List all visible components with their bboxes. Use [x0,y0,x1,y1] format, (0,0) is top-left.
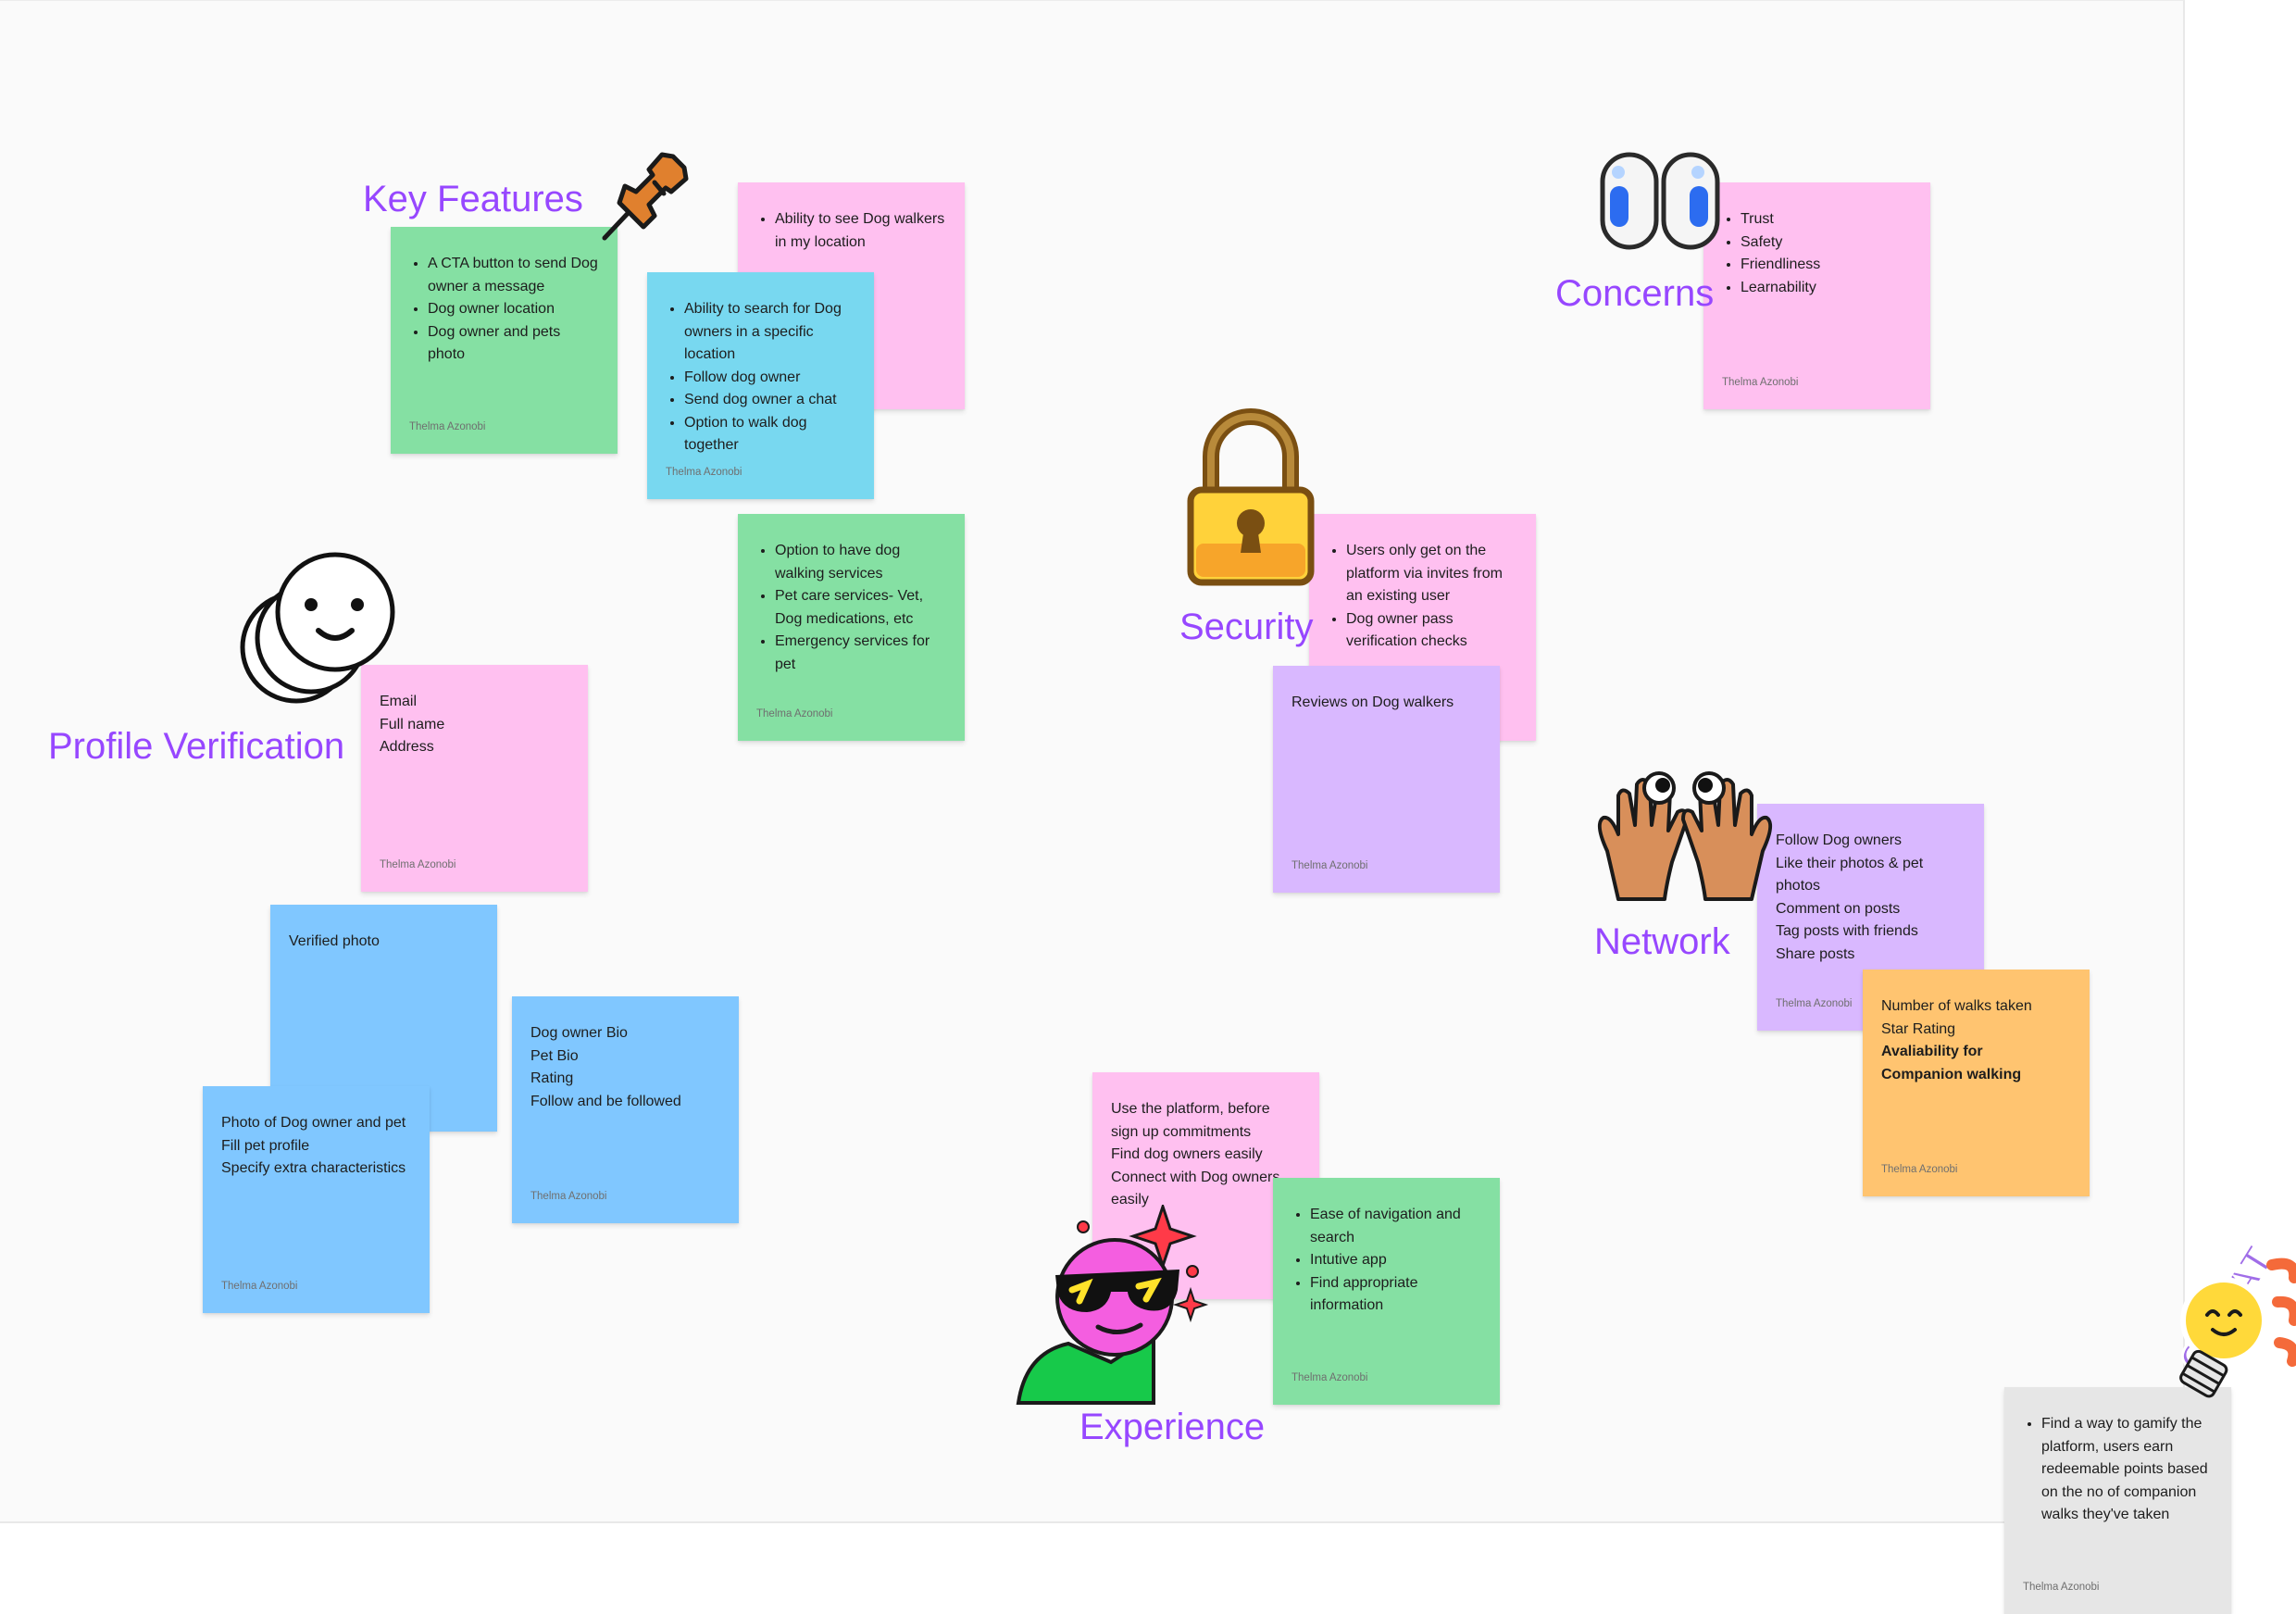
note-author: Thelma Azonobi [1776,998,1853,1009]
section-label-security: Security [1179,607,1314,647]
note-item: Friendliness [1741,254,1912,277]
note-item: Safety [1741,231,1912,255]
note-line: Follow Dog owners [1776,832,1903,848]
smiley-coins-icon [240,552,395,704]
note-item: Learnability [1741,277,1912,300]
section-label-key-features: Key Features [363,179,583,219]
note-line: Email [380,694,418,709]
note-author: Thelma Azonobi [221,1281,298,1292]
whiteboard-canvas[interactable]: A CTA button to send Dog owner a message… [0,0,2185,1523]
note-item: Dog owner and pets photo [428,321,599,367]
padlock-icon [1187,408,1315,586]
section-label-concerns: Concerns [1555,273,1715,314]
note-line: Photo of Dog owner and pet [221,1115,406,1131]
note-line: Full name [380,716,445,732]
sticky-note-search[interactable]: Ability to search for Dog owners in a sp… [647,272,874,499]
note-author: Thelma Azonobi [756,708,833,719]
note-line: Fill pet profile [221,1137,310,1154]
push-pin-icon [602,152,689,241]
note-line: Address [380,739,434,755]
note-item: Ease of navigation and search [1310,1204,1481,1249]
note-line: Like their photos & pet photos [1776,855,1924,895]
note-line: Star Rating [1881,1020,1956,1037]
sticky-note-photo[interactable]: Photo of Dog owner and pet Fill pet prof… [203,1086,430,1313]
note-item: Dog owner location [428,298,599,321]
note-line: Specify extra characteristics [221,1160,406,1176]
note-item: Follow dog owner [684,367,855,390]
note-line: Pet Bio [530,1047,579,1064]
raised-hands-icon [1597,771,1773,901]
note-author: Thelma Azonobi [409,421,486,432]
note-line: Connect with Dog owners easily [1111,1169,1280,1208]
great-idea-lightbulb-icon: GREAT [2169,1241,2296,1398]
note-item: Emergency services for pet [775,631,946,676]
cool-face-sticker-icon [1016,1205,1209,1405]
note-item: A CTA button to send Dog owner a message [428,253,599,298]
note-line-bold: Avaliability for [1881,1044,1983,1059]
note-item: Find a way to gamify the platform, users… [2041,1413,2213,1527]
note-item: Dog owner pass verification checks [1346,608,1517,654]
eyes-icon [1600,152,1720,250]
note-item: Trust [1741,208,1912,231]
note-line: Number of walks taken [1881,998,2032,1014]
note-item: Intutive app [1310,1249,1481,1272]
note-line: Comment on posts [1776,900,1901,917]
note-item: Ability to see Dog walkers in my locatio… [775,208,946,254]
sticky-note-bio[interactable]: Dog owner Bio Pet Bio Rating Follow and … [512,996,739,1223]
section-label-experience: Experience [1079,1407,1266,1447]
section-label-network: Network [1594,921,1730,962]
note-line: Dog owner Bio [530,1025,628,1041]
note-line: Verified photo [289,933,380,949]
note-item: Users only get on the platform via invit… [1346,540,1517,608]
note-author: Thelma Azonobi [1292,1372,1368,1383]
note-author: Thelma Azonobi [1881,1164,1958,1175]
note-line: Share posts [1776,945,1855,962]
note-author: Thelma Azonobi [2023,1582,2100,1593]
note-line-bold: Companion walking [1881,1066,2022,1082]
note-line: Rating [530,1070,574,1086]
sticky-note-walks[interactable]: Number of walks taken Star Rating Avalia… [1863,970,2090,1196]
note-item: Option to walk dog together [684,412,855,457]
note-author: Thelma Azonobi [380,859,456,870]
section-label-profile-verification: Profile Verification [48,726,345,767]
note-author: Thelma Azonobi [666,467,742,478]
sticky-note-email[interactable]: Email Full name Address Thelma Azonobi [361,665,588,892]
note-item: Ability to search for Dog owners in a sp… [684,298,855,367]
note-author: Thelma Azonobi [530,1191,607,1202]
note-line: Follow and be followed [530,1093,681,1109]
sticky-note-concerns[interactable]: Trust Safety Friendliness Learnability T… [1703,182,1930,409]
sticky-note-reviews[interactable]: Reviews on Dog walkers Thelma Azonobi [1273,666,1500,893]
sticky-note-gamify[interactable]: Find a way to gamify the platform, users… [2004,1387,2231,1614]
note-item: Find appropriate information [1310,1272,1481,1318]
note-item: Send dog owner a chat [684,389,855,412]
note-line: Reviews on Dog walkers [1292,694,1454,710]
note-line: Tag posts with friends [1776,923,1918,939]
note-line: Find dog owners easily [1111,1146,1263,1162]
note-item: Option to have dog walking services [775,540,946,585]
note-author: Thelma Azonobi [1292,860,1368,871]
note-author: Thelma Azonobi [1722,377,1799,388]
sticky-note-cta[interactable]: A CTA button to send Dog owner a message… [391,227,618,454]
sticky-note-navigation[interactable]: Ease of navigation and search Intutive a… [1273,1178,1500,1405]
note-line: Use the platform, before sign up commitm… [1111,1101,1270,1140]
sticky-note-services[interactable]: Option to have dog walking services Pet … [738,514,965,741]
note-item: Pet care services- Vet, Dog medications,… [775,585,946,631]
